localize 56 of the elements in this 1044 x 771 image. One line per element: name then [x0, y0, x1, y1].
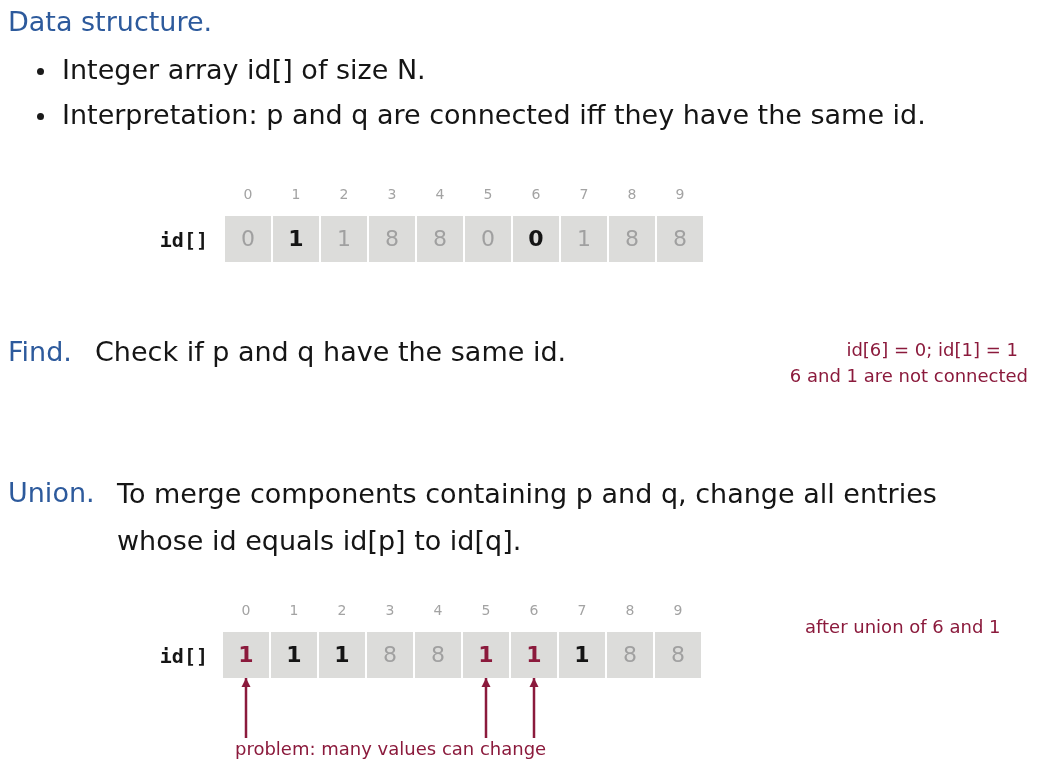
index-number: 3	[387, 186, 397, 203]
array-cell: 8	[609, 216, 655, 262]
index-number: 8	[627, 186, 637, 203]
bullet-text: Interpretation: p and q are connected iff they have the same id.	[62, 99, 926, 132]
index-number: 7	[577, 602, 587, 619]
array-cell: 1	[271, 632, 317, 678]
array-cell: 1	[223, 632, 269, 678]
index-number: 0	[241, 602, 251, 619]
array-cell: 1	[319, 632, 365, 678]
array-cell: 1	[561, 216, 607, 262]
bullet-text: Integer array id[] of size N.	[62, 54, 426, 87]
array-cell: 1	[559, 632, 605, 678]
index-number: 8	[625, 602, 635, 619]
index-number: 2	[337, 602, 347, 619]
index-number: 6	[531, 186, 541, 203]
array-cell: 8	[367, 632, 413, 678]
array-cell: 1	[511, 632, 557, 678]
index-number: 4	[435, 186, 445, 203]
leader-arrow	[529, 678, 539, 738]
array-cell: 8	[607, 632, 653, 678]
array-cell: 1	[321, 216, 367, 262]
array-cell: 8	[655, 632, 701, 678]
index-number: 1	[291, 186, 301, 203]
index-number: 7	[579, 186, 589, 203]
index-number: 1	[289, 602, 299, 619]
array-cell: 1	[463, 632, 509, 678]
array-cell: 0	[225, 216, 271, 262]
array-cell: 8	[657, 216, 703, 262]
array-cell: 0	[513, 216, 559, 262]
description-text: To merge components containing p and q, change all entries whose id equals id[p] to id[q].	[117, 477, 938, 558]
index-number: 5	[483, 186, 493, 203]
description-text: Check if p and q have the same id.	[95, 336, 567, 369]
index-number: 9	[673, 602, 683, 619]
section-heading: Find.	[8, 336, 72, 369]
section-heading: Union.	[8, 477, 95, 510]
array-name: id[]	[159, 644, 208, 668]
index-number: 0	[243, 186, 253, 203]
index-number: 2	[339, 186, 349, 203]
section-heading: Data structure.	[8, 6, 213, 39]
array-cell: 1	[273, 216, 319, 262]
index-number: 3	[385, 602, 395, 619]
array-cell: 8	[415, 632, 461, 678]
array-name: id[]	[159, 228, 208, 252]
note-text: id[6] = 0; id[1] = 1	[846, 339, 1018, 361]
array-cell: 0	[465, 216, 511, 262]
index-number: 6	[529, 602, 539, 619]
array-cell: 8	[417, 216, 463, 262]
note-text: 6 and 1 are not connected	[789, 365, 1028, 387]
index-number: 4	[433, 602, 443, 619]
note-text: after union of 6 and 1	[805, 616, 1001, 638]
index-number: 9	[675, 186, 685, 203]
leader-arrow	[481, 678, 491, 738]
leader-arrow	[241, 678, 251, 738]
problem-note: problem: many values can change	[235, 738, 547, 760]
array-cell: 8	[369, 216, 415, 262]
index-number: 5	[481, 602, 491, 619]
